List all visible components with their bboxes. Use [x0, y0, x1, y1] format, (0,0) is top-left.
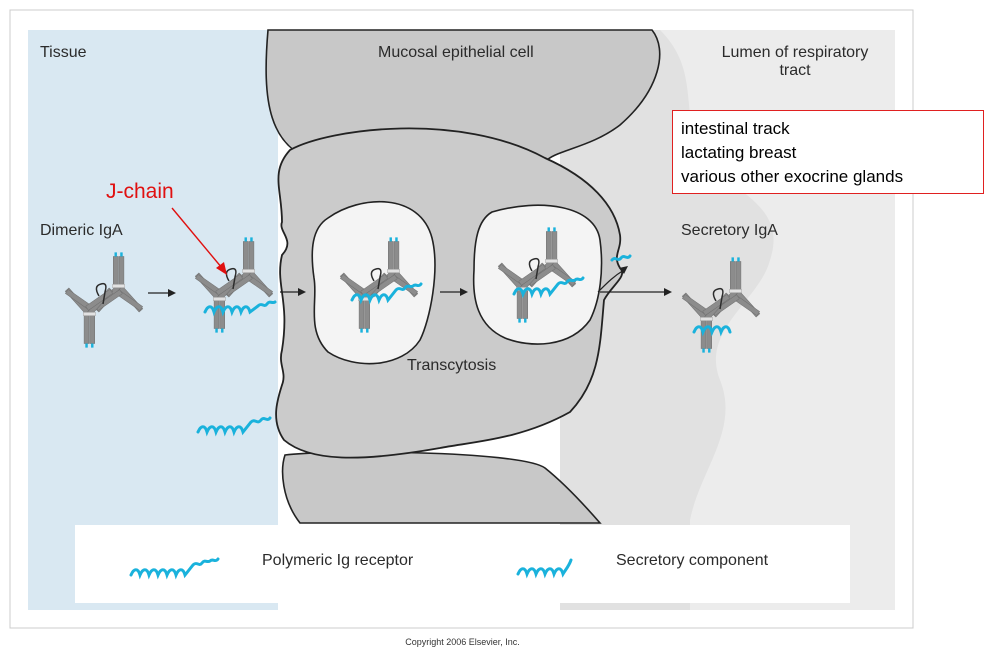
- jchain-pointer: [171, 207, 223, 269]
- secretory-iga-label: Secretory IgA: [681, 222, 778, 239]
- transcytosis-label: Transcytosis: [407, 357, 497, 374]
- lumen-label: Lumen of respiratory tract: [700, 44, 890, 80]
- cell-label: Mucosal epithelial cell: [378, 44, 534, 61]
- jchain-label: J-chain: [106, 180, 174, 203]
- cell-overlap-top: [286, 161, 544, 165]
- annotation-line-2: lactating breast: [681, 143, 797, 162]
- tissue-region: [28, 30, 278, 610]
- receptor-coil-basolateral: [203, 300, 277, 317]
- legend-component-label: Secretory component: [616, 552, 769, 569]
- cleavage-arrow: [597, 269, 625, 293]
- dimeric-iga-label: Dimeric IgA: [40, 222, 123, 239]
- copyright-notice: Copyright 2006 Elsevier, Inc.: [405, 637, 520, 647]
- lumen-label-line1: Lumen of respiratory: [721, 44, 869, 61]
- receptor-coil-vesicle-right: [512, 276, 585, 299]
- tissue-label: Tissue: [40, 44, 87, 61]
- upper-epithelial-cell: [265, 29, 661, 163]
- legend-component-icon: [516, 558, 573, 579]
- lumen-label-line2: tract: [779, 62, 811, 79]
- annotation-box: intestinal track lactating breast variou…: [672, 110, 984, 194]
- legend-panel: [75, 525, 850, 603]
- annotation-line-3: various other exocrine glands: [681, 167, 904, 186]
- receptor-coil-tissue: [196, 416, 272, 437]
- cleaved-receptor-stub: [610, 254, 632, 262]
- legend-receptor-icon: [129, 557, 220, 580]
- legend-receptor-label: Polymeric Ig receptor: [262, 552, 414, 569]
- annotation-line-1: intestinal track: [681, 119, 790, 138]
- receptor-coil-vesicle-left: [350, 282, 423, 305]
- secretory-component-coil: [692, 325, 732, 337]
